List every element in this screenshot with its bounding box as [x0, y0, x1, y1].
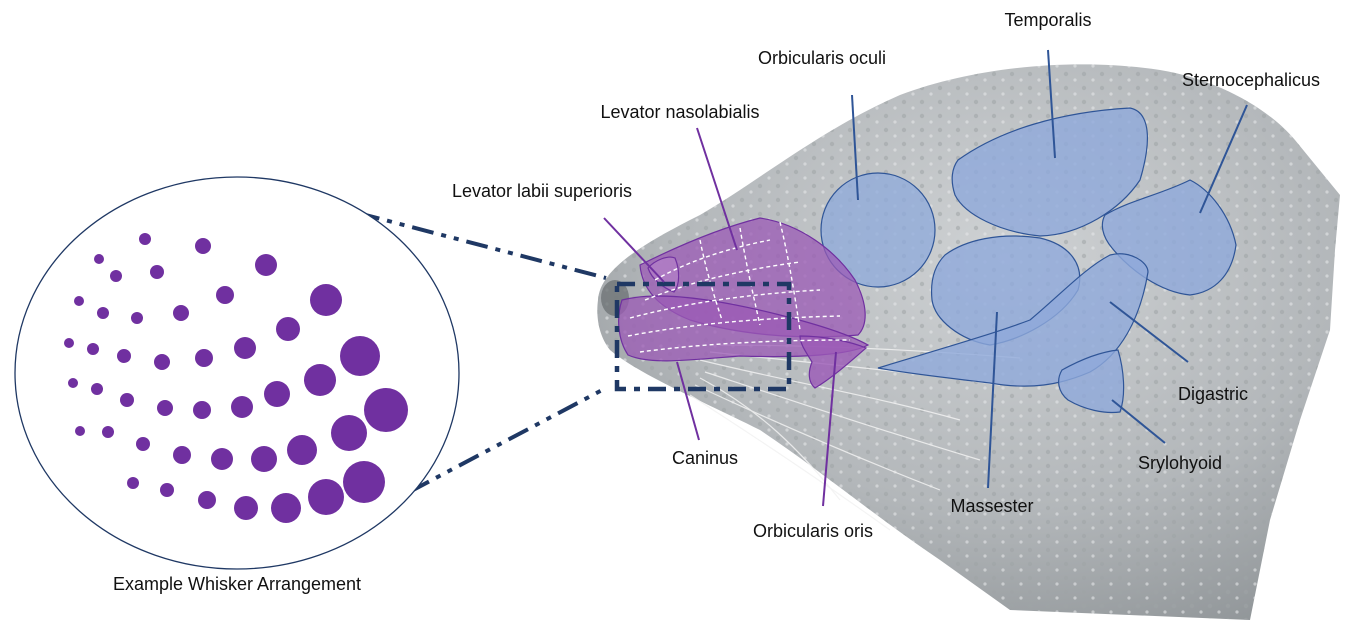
whisker-dot: [157, 400, 173, 416]
label-temporalis: Temporalis: [1004, 10, 1091, 30]
whisker-dot: [68, 378, 78, 388]
label-sternocephalicus: Sternocephalicus: [1182, 70, 1320, 90]
whisker-dot: [97, 307, 109, 319]
whisker-dot: [136, 437, 150, 451]
label-digastric: Digastric: [1178, 384, 1248, 404]
whisker-dot: [340, 336, 380, 376]
whisker-dot: [231, 396, 253, 418]
whisker-dot: [117, 349, 131, 363]
whisker-arrangement-inset: [15, 177, 459, 569]
label-orbicularis-oris: Orbicularis oris: [753, 521, 873, 541]
whisker-dot: [91, 383, 103, 395]
label-srylohyoid: Srylohyoid: [1138, 453, 1222, 473]
whisker-dot: [154, 354, 170, 370]
whisker-dot: [75, 426, 85, 436]
whisker-dot: [110, 270, 122, 282]
whisker-dot: [102, 426, 114, 438]
whisker-dot: [127, 477, 139, 489]
whisker-dot: [94, 254, 104, 264]
whisker-dot: [234, 337, 256, 359]
whisker-dot: [251, 446, 277, 472]
whisker-dot: [304, 364, 336, 396]
whisker-dot: [87, 343, 99, 355]
whisker-dot: [64, 338, 74, 348]
whisker-dot: [173, 305, 189, 321]
label-levator-labii-superioris: Levator labii superioris: [452, 181, 632, 201]
whisker-dot: [150, 265, 164, 279]
label-levator-nasolabialis: Levator nasolabialis: [600, 102, 759, 122]
whisker-dot: [308, 479, 344, 515]
label-caninus: Caninus: [672, 448, 738, 468]
whisker-dot: [120, 393, 134, 407]
whisker-dot: [271, 493, 301, 523]
whisker-dot: [331, 415, 367, 451]
whisker-dot: [211, 448, 233, 470]
label-massester: Massester: [950, 496, 1033, 516]
whisker-dot: [160, 483, 174, 497]
inset-caption: Example Whisker Arrangement: [113, 574, 361, 594]
label-orbicularis-oculi: Orbicularis oculi: [758, 48, 886, 68]
whisker-dot: [195, 238, 211, 254]
whisker-dot: [364, 388, 408, 432]
whisker-dot: [343, 461, 385, 503]
whisker-dot: [234, 496, 258, 520]
whisker-dot: [74, 296, 84, 306]
whisker-dot: [255, 254, 277, 276]
whisker-dot: [195, 349, 213, 367]
whisker-dot: [216, 286, 234, 304]
whisker-dot: [287, 435, 317, 465]
whisker-dot: [139, 233, 151, 245]
whisker-dot: [131, 312, 143, 324]
whisker-dot: [193, 401, 211, 419]
whisker-dot: [264, 381, 290, 407]
whisker-dot: [173, 446, 191, 464]
whisker-dot: [276, 317, 300, 341]
whisker-dot: [310, 284, 342, 316]
whisker-dot: [198, 491, 216, 509]
